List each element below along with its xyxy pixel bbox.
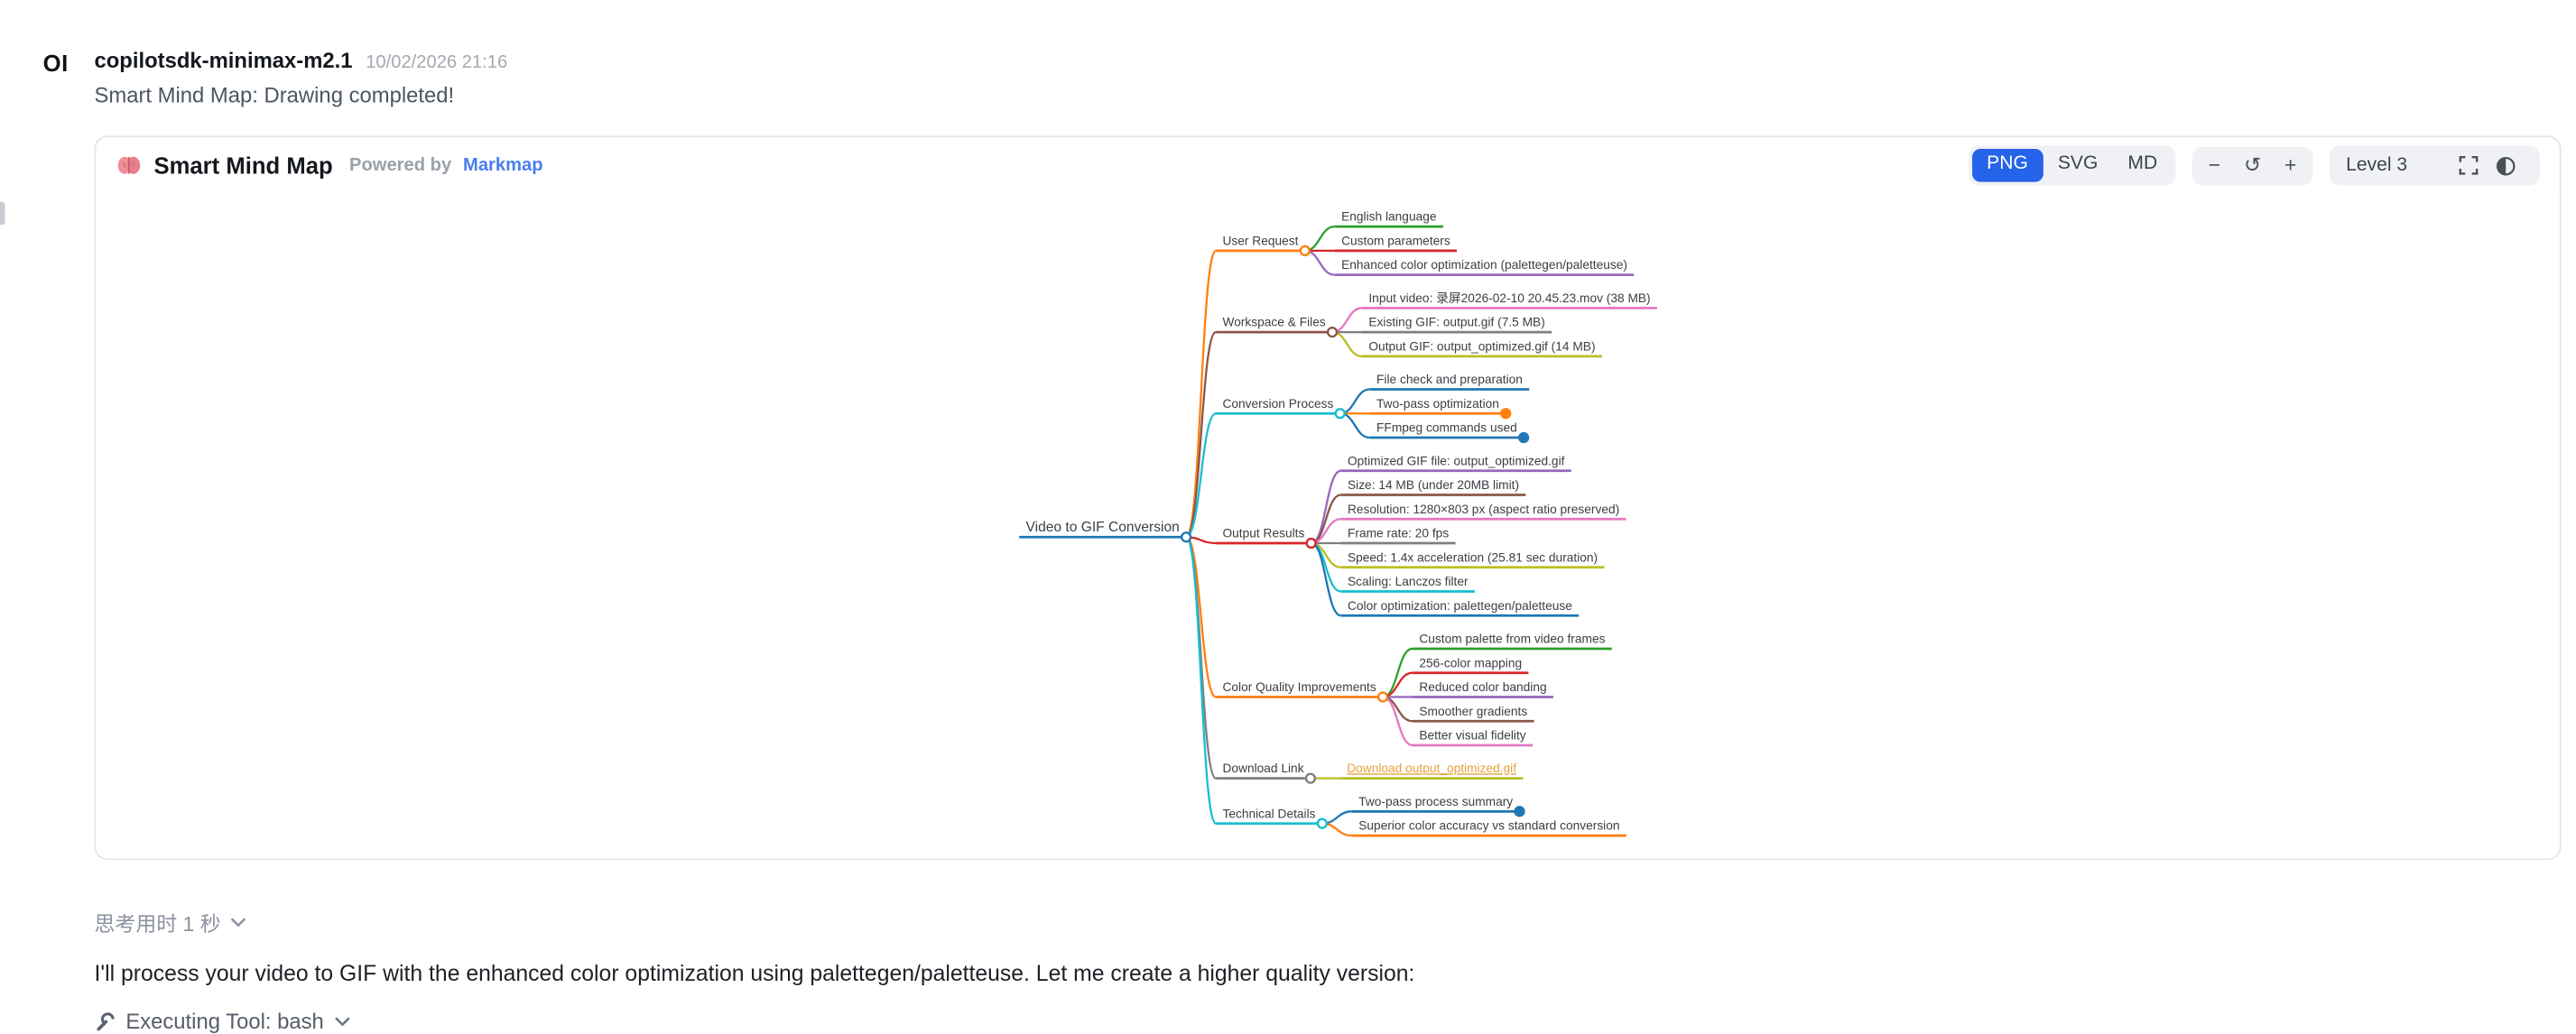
mindmap-link: [1185, 536, 1218, 780]
mindmap-fold-circle[interactable]: [1334, 408, 1346, 420]
mindmap-link: [1185, 249, 1218, 539]
mindmap-node-text: User Request: [1222, 234, 1298, 247]
mindmap-canvas[interactable]: Video to GIF Conversion User Request Engli…: [96, 193, 2559, 858]
mindmap-card-header: Smart Mind Map Powered by Markmap PNG SV…: [96, 137, 2559, 193]
chevron-down-icon: [231, 917, 247, 928]
mindmap-node-text: Custom palette from video frames: [1419, 632, 1605, 646]
timestamp: 10/02/2026 21:16: [366, 52, 508, 73]
markmap-link[interactable]: Markmap: [463, 155, 543, 176]
mindmap-collapsed-dot[interactable]: [1500, 408, 1512, 420]
status-text: Smart Mind Map: Drawing completed!: [94, 82, 455, 108]
mindmap-node-text: Resolution: 1280×803 px (aspect ratio pr…: [1348, 503, 1619, 516]
level-group: Level 3: [2329, 145, 2540, 186]
dark-mode-toggle-icon[interactable]: [2487, 151, 2523, 180]
avatar-gutter: OI: [0, 0, 94, 1034]
mindmap-link: [1339, 412, 1370, 439]
mindmap-link: [1304, 249, 1335, 276]
message-header: copilotsdk-minimax-m2.1 10/02/2026 21:16: [94, 48, 2561, 72]
mindmap-collapsed-dot[interactable]: [1514, 806, 1525, 817]
mindmap-node-text: Superior color accuracy vs standard conv…: [1358, 819, 1619, 833]
fullscreen-icon[interactable]: [2451, 151, 2487, 180]
brain-icon: [116, 153, 142, 177]
mindmap-area: Video to GIF Conversion User Request Engli…: [96, 193, 2560, 859]
mindmap-node-text: Better visual fidelity: [1419, 729, 1525, 743]
thinking-time-expander[interactable]: 思考用时 1 秒: [94, 907, 246, 938]
chevron-down-icon: [334, 1016, 350, 1028]
message-main: copilotsdk-minimax-m2.1 10/02/2026 21:16…: [94, 0, 2576, 1034]
mindmap-link: [1185, 412, 1217, 539]
mindmap-link: [1339, 388, 1370, 415]
zoom-group: − ↺ +: [2191, 146, 2313, 185]
export-svg-button[interactable]: SVG: [2043, 149, 2113, 181]
mindmap-fold-circle[interactable]: [1304, 772, 1317, 784]
executing-tool-expander[interactable]: Executing Tool: bash: [94, 1009, 350, 1034]
executing-tool-label: Executing Tool: bash: [125, 1009, 324, 1034]
mindmap-collapsed-dot[interactable]: [1517, 431, 1530, 444]
mindmap-node-text: Enhanced color optimization (palettegen/…: [1341, 258, 1627, 272]
export-format-group: PNG SVG MD: [1969, 145, 2176, 185]
mindmap-node-text: Video to GIF Conversion: [1026, 520, 1180, 535]
mindmap-fold-circle[interactable]: [1376, 691, 1389, 703]
mindmap-node-text: Conversion Process: [1222, 397, 1333, 411]
mindmap-card: Smart Mind Map Powered by Markmap PNG SV…: [94, 135, 2562, 861]
reset-view-button[interactable]: ↺: [2234, 150, 2272, 181]
level-selector[interactable]: Level 3: [2346, 152, 2407, 179]
wrench-icon: [94, 1011, 116, 1032]
thinking-time-label: 思考用时 1 秒: [94, 912, 221, 937]
author-name: copilotsdk-minimax-m2.1: [94, 48, 353, 73]
mindmap-node-text: Download Link: [1222, 762, 1303, 775]
mindmap-node-text: Scaling: Lanczos filter: [1348, 575, 1469, 588]
assistant-paragraph: I'll process your video to GIF with the …: [94, 961, 1415, 986]
mindmap-fold-circle[interactable]: [1299, 245, 1311, 257]
mindmap-link: [1382, 696, 1413, 723]
mindmap-node-text: Optimized GIF file: output_optimized.gif: [1348, 454, 1565, 467]
mindmap-fold-circle[interactable]: [1316, 817, 1329, 829]
mindmap-node-text: Speed: 1.4x acceleration (25.81 sec dura…: [1348, 550, 1598, 564]
mindmap-link: [1185, 536, 1218, 825]
mindmap-node-text: Two-pass process summary: [1358, 795, 1513, 808]
mindmap-node-text: File check and preparation: [1376, 373, 1523, 386]
mindmap-node-text: Color Quality Improvements: [1222, 680, 1376, 694]
card-title: Smart Mind Map: [153, 152, 333, 179]
mindmap-link: [1304, 225, 1335, 253]
mindmap-node-text: Workspace & Files: [1222, 316, 1325, 329]
mindmap-node-text: English language: [1341, 210, 1437, 224]
mindmap-node-text: FFmpeg commands used: [1376, 421, 1517, 435]
mindmap-link: [1331, 307, 1363, 334]
mindmap-node-text: Size: 14 MB (under 20MB limit): [1348, 478, 1519, 492]
mindmap-node-text: Smoother gradients: [1419, 705, 1527, 718]
mindmap-fold-circle[interactable]: [1181, 531, 1192, 543]
left-edge-scroll-notch: [0, 201, 5, 226]
mindmap-link: [1331, 330, 1363, 357]
zoom-in-button[interactable]: +: [2272, 150, 2310, 181]
mindmap-download-link[interactable]: Download output_optimized.gif: [1347, 762, 1516, 775]
mindmap-toolbar: PNG SVG MD − ↺ + Level 3: [1969, 145, 2540, 186]
mindmap-node-text: Output Results: [1222, 527, 1304, 540]
mindmap-link: [1382, 671, 1413, 698]
mindmap-node-text: Output GIF: output_optimized.gif (14 MB): [1368, 339, 1595, 353]
zoom-out-button[interactable]: −: [2195, 150, 2233, 181]
mindmap-node-text: Frame rate: 20 fps: [1348, 527, 1449, 540]
mindmap-node-text: Input video: 录屏2026-02-10 20.45.23.mov (…: [1368, 291, 1650, 305]
export-md-button[interactable]: MD: [2113, 149, 2173, 181]
mindmap-fold-circle[interactable]: [1305, 537, 1317, 549]
mindmap-node-text: Two-pass optimization: [1376, 397, 1499, 411]
mindmap-node-text: Reduced color banding: [1419, 680, 1546, 694]
mindmap-node-text: 256-color mapping: [1419, 656, 1522, 669]
mindmap-link: [1185, 330, 1218, 539]
export-png-button[interactable]: PNG: [1971, 149, 2043, 182]
powered-by-label: Powered by: [349, 155, 452, 176]
avatar: OI: [42, 49, 69, 77]
mindmap-fold-circle[interactable]: [1326, 326, 1339, 338]
mindmap-node-text: Custom parameters: [1341, 234, 1450, 247]
mindmap-node-text: Color optimization: palettegen/paletteus…: [1348, 599, 1572, 613]
mindmap-node-text: Technical Details: [1222, 807, 1315, 820]
mindmap-node-text: Existing GIF: output.gif (7.5 MB): [1368, 316, 1544, 329]
